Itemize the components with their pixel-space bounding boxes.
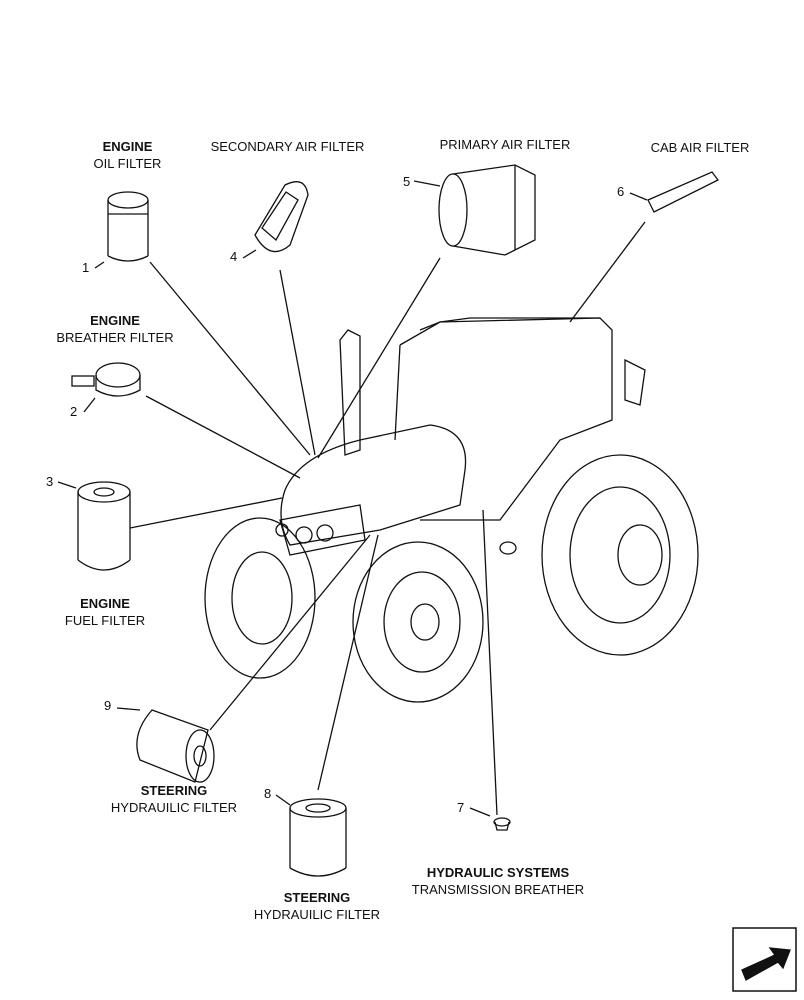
callout-number-9: 9 (104, 698, 112, 713)
callout-number-3: 3 (46, 474, 54, 489)
oil-filter-drawing (107, 191, 149, 262)
tractor-drawing (204, 317, 699, 703)
primary-air-filter-drawing (438, 164, 536, 256)
callout-number-6: 6 (617, 184, 625, 199)
label-secondary-air-filter: SECONDARY AIR FILTER (210, 139, 365, 154)
callout-number-2: 2 (70, 404, 78, 419)
label-cab-air-filter: CAB AIR FILTER (650, 140, 750, 155)
callout-number-7: 7 (457, 800, 465, 815)
fuel-filter-drawing (77, 481, 131, 571)
breather-filter-drawing (71, 362, 141, 397)
leader-lines (129, 221, 646, 816)
cab-air-filter-drawing (647, 171, 719, 213)
navigation-arrow-icon (732, 927, 797, 992)
callout-number-5: 5 (403, 174, 411, 189)
callout-number-4: 4 (230, 249, 238, 264)
steering-filter-9-drawing (136, 709, 215, 783)
transmission-breather-drawing (493, 817, 511, 831)
label-primary-air-filter: PRIMARY AIR FILTER (439, 137, 571, 152)
number-ticks (57, 180, 648, 817)
steering-filter-8-drawing (289, 798, 347, 877)
callout-number-1: 1 (82, 260, 90, 275)
secondary-air-filter-drawing (254, 181, 309, 253)
callout-number-8: 8 (264, 786, 272, 801)
